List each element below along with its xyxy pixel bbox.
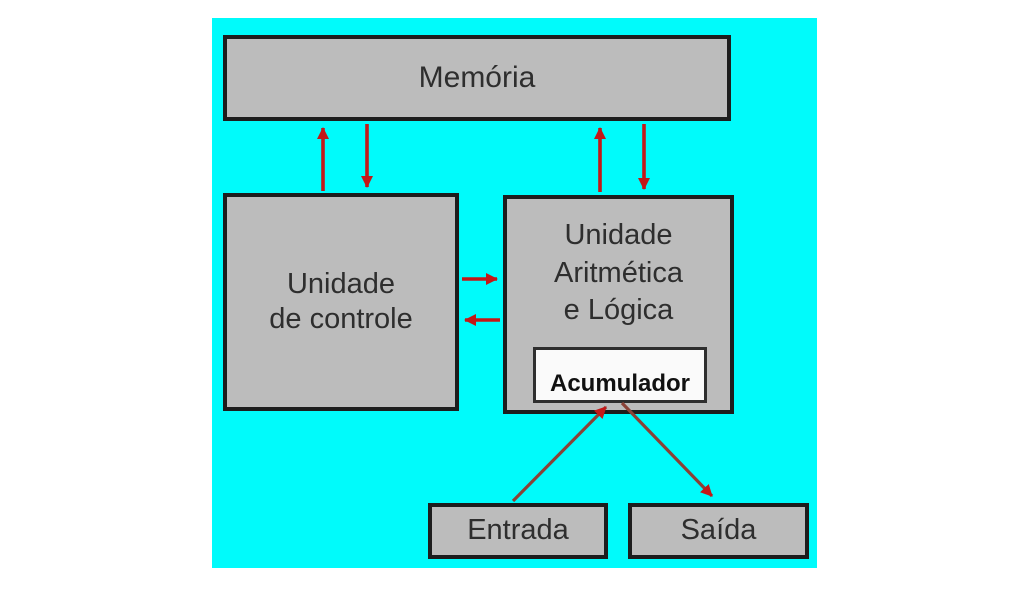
alu-box: Unidade Aritmética e Lógica Acumulador — [503, 195, 734, 414]
input-label: Entrada — [467, 514, 569, 547]
accumulator-label: Acumulador — [549, 370, 690, 398]
memory-box: Memória — [223, 35, 731, 121]
control-unit-label: Unidade de controle — [269, 267, 413, 335]
control-unit-box: Unidade de controle — [223, 193, 459, 411]
accumulator-box: Acumulador — [533, 347, 707, 403]
input-box: Entrada — [428, 503, 608, 559]
output-box: Saída — [628, 503, 809, 559]
alu-label: Unidade Aritmética e Lógica — [554, 219, 683, 327]
output-label: Saída — [680, 514, 757, 547]
memory-label: Memória — [418, 60, 536, 94]
